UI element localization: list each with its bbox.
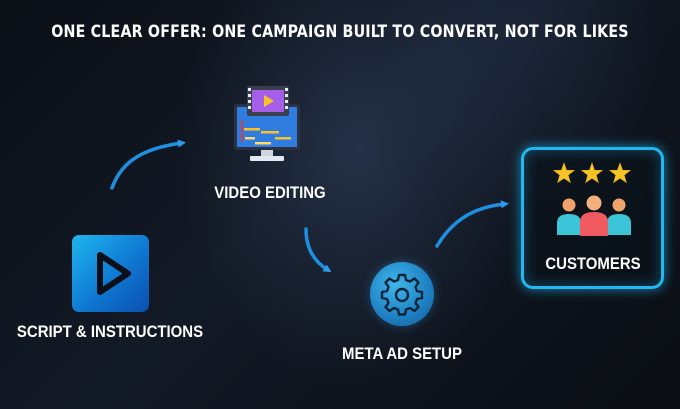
page-title: ONE CLEAR OFFER: ONE CAMPAIGN BUILT TO C… — [51, 22, 629, 42]
script-tile — [72, 235, 149, 312]
arrow-meta-to-customers — [435, 200, 509, 248]
play-icon — [97, 252, 131, 295]
step-label-video: VIDEO EDITING — [214, 183, 326, 202]
video-editing-monitor-icon — [234, 86, 300, 161]
step-label-script: SCRIPT & INSTRUCTIONS — [16, 322, 204, 341]
step-label-meta: META AD SETUP — [342, 344, 462, 363]
step-label-customers: CUSTOMERS — [545, 254, 641, 273]
customers-icon — [557, 195, 631, 236]
gear-icon — [380, 273, 424, 316]
rating-stars — [552, 162, 632, 184]
star-icon — [608, 162, 632, 184]
arrow-video-to-meta — [304, 227, 332, 273]
star-icon — [552, 162, 576, 184]
meta-ad-setup-tile — [370, 262, 434, 326]
arrow-script-to-video — [110, 139, 186, 190]
star-icon — [580, 162, 604, 184]
